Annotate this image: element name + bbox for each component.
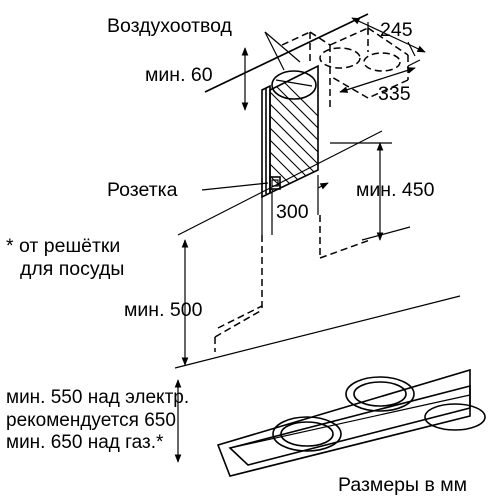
- dim-335-label: 335: [378, 83, 411, 105]
- min-60-label: мин. 60: [145, 64, 213, 86]
- electric-line3: мин. 650 над газ.*: [6, 432, 164, 453]
- dim-300: [261, 175, 329, 235]
- units-label: Размеры в мм: [338, 474, 467, 496]
- min-450-label: мин. 450: [356, 179, 435, 201]
- min-450-dimension: [330, 142, 411, 241]
- electric-line1: мин. 550 над электр.: [6, 387, 189, 408]
- grate-note-line1: * от решётки: [6, 235, 120, 257]
- grate-note-line2: для посуды: [20, 258, 124, 280]
- ceiling-line: [204, 13, 369, 93]
- socket: [201, 176, 281, 191]
- min-500-label: мин. 500: [124, 299, 203, 321]
- air-outlet-label: Воздухоотвод: [107, 15, 233, 37]
- dim-300-label: 300: [276, 201, 309, 223]
- dim-335: [339, 59, 421, 93]
- socket-label: Розетка: [107, 179, 178, 201]
- min-500-dimension: [174, 239, 461, 369]
- dim-245: [351, 17, 426, 57]
- hood-outline: [214, 215, 371, 352]
- electric-line2: рекомендуется 650: [6, 410, 176, 431]
- dim-245-label: 245: [380, 19, 413, 41]
- hob: [216, 368, 486, 477]
